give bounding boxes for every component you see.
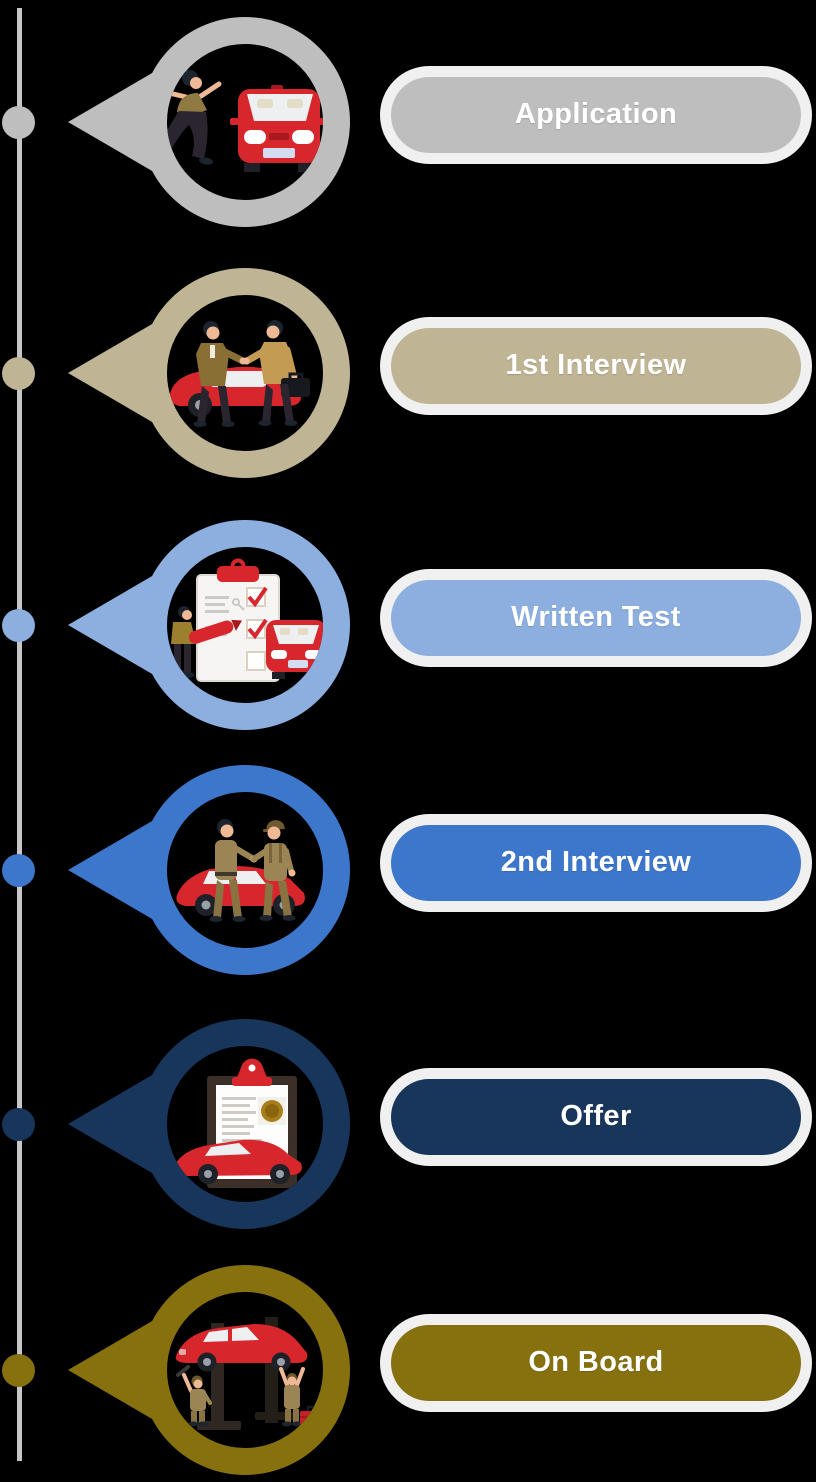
stage-label: 2nd Interview <box>500 846 692 878</box>
timeline-dot <box>2 105 35 139</box>
stage-row-2nd-interview: 2nd Interview <box>0 747 816 994</box>
stage-row-1st-interview: 1st Interview <box>0 250 816 497</box>
stage-pill-fill: Offer <box>391 1078 801 1155</box>
stage-pill: On Board <box>380 1313 812 1412</box>
stage-pill-fill: Written Test <box>391 579 801 656</box>
stage-badge <box>68 16 350 227</box>
stage-badge <box>68 267 350 478</box>
stage-badge <box>68 519 350 730</box>
timeline-dot <box>2 608 35 642</box>
stage-pill: 2nd Interview <box>380 813 812 912</box>
stage-pill-fill: 2nd Interview <box>391 824 801 901</box>
stage-badge <box>68 1264 350 1475</box>
timeline-dot <box>2 1353 35 1387</box>
stage-pill: 1st Interview <box>380 316 812 415</box>
timeline-line <box>17 8 22 1461</box>
timeline-dot <box>2 1107 35 1141</box>
stage-row-offer: Offer <box>0 1001 816 1248</box>
stage-row-on-board: On Board <box>0 1247 816 1482</box>
timeline-dot <box>2 356 35 390</box>
stage-row-written-test: Written Test <box>0 502 816 749</box>
stage-label: 1st Interview <box>505 349 687 381</box>
stage-row-application: Application <box>0 0 816 246</box>
stage-label: Offer <box>560 1100 632 1132</box>
stage-pill-fill: 1st Interview <box>391 327 801 404</box>
stage-label: Written Test <box>511 601 681 633</box>
pin-ring <box>140 1264 350 1475</box>
stage-pill: Offer <box>380 1067 812 1166</box>
stage-label: Application <box>514 98 678 130</box>
stage-pill: Application <box>380 65 812 164</box>
stage-pill-fill: Application <box>391 76 801 153</box>
stage-pill: Written Test <box>380 568 812 667</box>
stage-pill-fill: On Board <box>391 1324 801 1401</box>
timeline-dot <box>2 853 35 887</box>
stage-badge <box>68 764 350 975</box>
stage-label: On Board <box>528 1346 664 1378</box>
stage-badge <box>68 1018 350 1229</box>
